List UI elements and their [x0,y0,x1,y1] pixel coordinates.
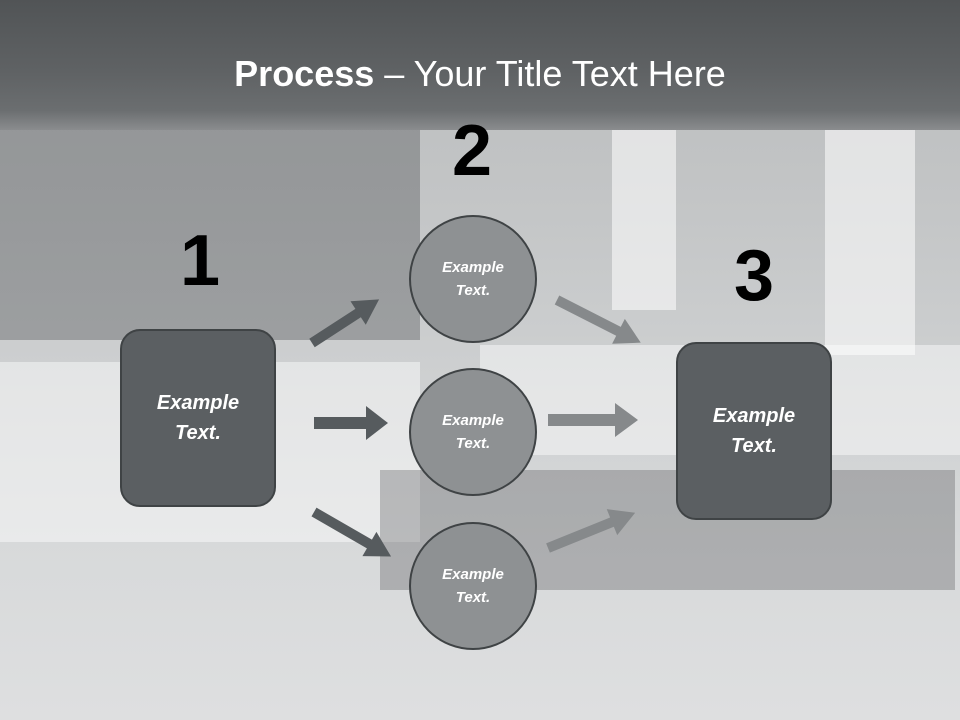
title-rest: – Your Title Text Here [374,53,726,94]
arrow-right-down [546,509,636,553]
arrow-left-down [311,507,392,557]
arrow-left-middle [314,406,388,440]
circle-3-text: Example Text. [442,566,504,606]
slide-title: Process – Your Title Text Here [0,52,960,96]
arrow-right-up [554,295,641,344]
left-box-text: Example Text. [156,392,240,444]
background-wall-panel [0,130,420,340]
right-process-box: Example Text. [676,342,832,520]
step-number-3: 3 [733,236,775,316]
process-circle-3: Example Text. [409,522,537,650]
background-window-right [825,130,915,355]
title-bar [0,0,960,130]
title-bold: Process [234,53,375,94]
arrow-right-middle [548,403,638,437]
arrow-left-up [309,299,380,348]
circle-2-text: Example Text. [442,412,504,452]
process-circle-1: Example Text. [409,215,537,343]
right-box-text: Example Text. [712,405,796,457]
step-number-2: 2 [451,111,493,191]
step-number-1: 1 [179,221,221,301]
circle-1-text: Example Text. [442,259,504,299]
background-window-left [612,130,676,310]
left-process-box: Example Text. [120,329,276,507]
process-circle-2: Example Text. [409,368,537,496]
